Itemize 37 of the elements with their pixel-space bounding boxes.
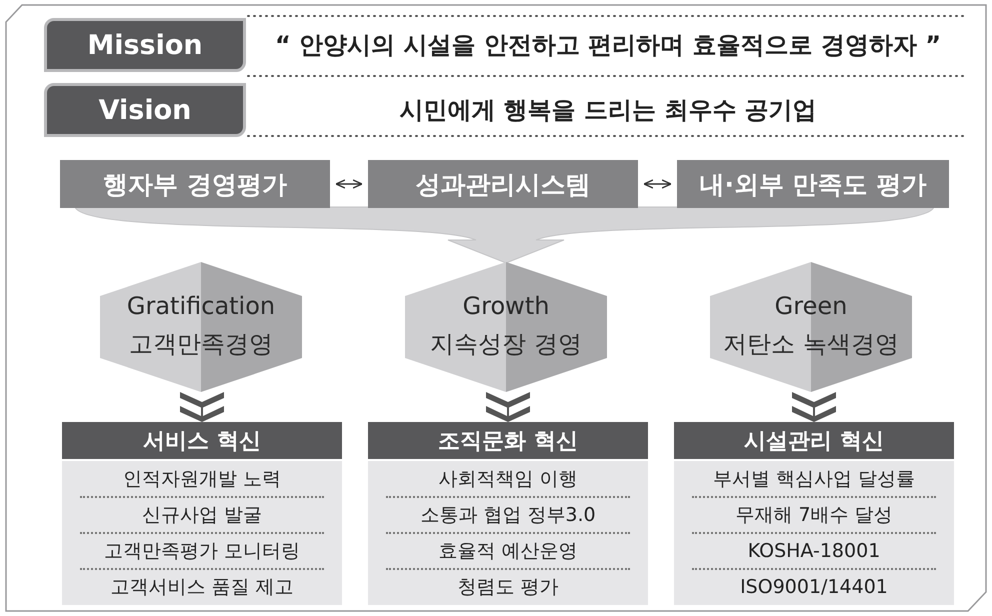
list-item: ISO9001/14401 [674, 569, 954, 605]
hexagon-shape [710, 262, 912, 392]
title-text: Growth [462, 292, 550, 320]
title-text: Green [774, 292, 848, 320]
list-item: 부서별 핵심사업 달성률 [674, 461, 954, 497]
double-chevron-arrow [792, 392, 836, 422]
evaluation-box: 행자부 경영평가 [60, 160, 330, 208]
heading-box: Vision [44, 83, 246, 137]
evaluation-box: 성과관리시스템 [368, 160, 638, 208]
panel-header: 서비스 혁신 [62, 422, 342, 459]
double-arrow [643, 179, 672, 189]
list-item: 효율적 예산운영 [368, 533, 648, 569]
evaluation-box: 내·외부 만족도 평가 [677, 160, 949, 208]
statement-text: 시민에게 행복을 드리는 최우수 공기업 [398, 95, 818, 126]
list-item: 무재해 7배수 달성 [674, 497, 954, 533]
funnel-arrow [74, 206, 934, 264]
panel-header: 조직문화 혁신 [368, 422, 648, 459]
subtitle-text: 고객만족경영 [128, 329, 274, 360]
hexagon-shape [100, 262, 302, 392]
list-item: KOSHA-18001 [674, 533, 954, 569]
list-item: 인적자원개발 노력 [62, 461, 342, 497]
list-item: 신규사업 발굴 [62, 497, 342, 533]
list-item: 고객만족평가 모니터링 [62, 533, 342, 569]
statement-text: “ 안양시의 시설을 안전하고 편리하며 효율적으로 경영하자 ” [274, 30, 942, 61]
list-item: 소통과 협업 정부3.0 [368, 497, 648, 533]
list-item: 고객서비스 품질 제고 [62, 569, 342, 605]
subtitle-text: 지속성장 경영 [429, 329, 583, 360]
list-item: 청렴도 평가 [368, 569, 648, 605]
double-chevron-arrow [486, 392, 530, 422]
subtitle-text: 저탄소 녹색경영 [722, 329, 900, 360]
hexagon-shape [405, 262, 607, 392]
panel-header: 시설관리 혁신 [674, 422, 954, 459]
heading-box: Mission [44, 18, 246, 72]
double-arrow [335, 179, 363, 189]
list-item: 사회적책임 이행 [368, 461, 648, 497]
title-text: Gratification [126, 292, 276, 320]
double-chevron-arrow [180, 392, 224, 422]
